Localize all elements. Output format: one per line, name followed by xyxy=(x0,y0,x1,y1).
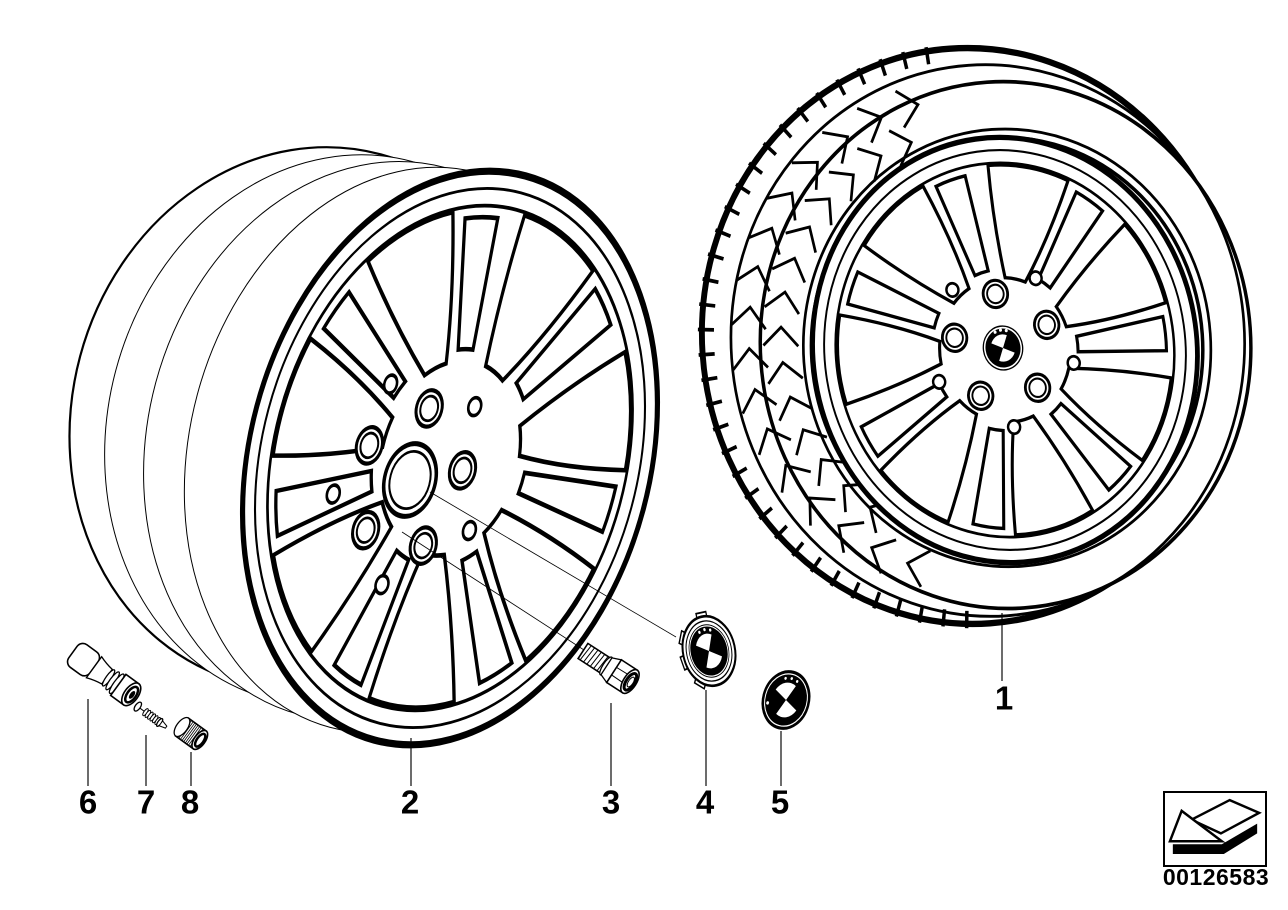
callout-7[interactable]: 7 xyxy=(136,783,156,821)
wheel-with-tire-part-1[interactable] xyxy=(678,26,1269,646)
leader-lines xyxy=(87,613,1003,786)
callout-4[interactable]: 4 xyxy=(695,783,715,821)
valve-stem-part-6[interactable] xyxy=(65,641,145,710)
stamp-box xyxy=(1163,791,1267,867)
bmw-roundel-center-cap xyxy=(982,325,1024,371)
valve-cap-part-8[interactable] xyxy=(171,715,211,752)
direction-arrow-icon xyxy=(1168,798,1262,854)
leader-lines-diagonal xyxy=(401,491,677,651)
part-number: 00126583 xyxy=(1162,864,1270,890)
valve-core-part-7[interactable] xyxy=(133,701,170,732)
callout-3[interactable]: 3 xyxy=(601,783,621,821)
bmw-emblem-part-5[interactable] xyxy=(756,666,815,734)
alloy-rim-part-2[interactable] xyxy=(9,93,730,808)
wheel-bolt-part-3[interactable] xyxy=(576,640,643,697)
callout-6[interactable]: 6 xyxy=(78,783,98,821)
callout-1[interactable]: 1 xyxy=(994,679,1014,717)
callout-2[interactable]: 2 xyxy=(400,783,420,821)
callout-5[interactable]: 5 xyxy=(770,783,790,821)
callout-8[interactable]: 8 xyxy=(180,783,200,821)
hub-cap-part-4[interactable] xyxy=(672,607,742,692)
